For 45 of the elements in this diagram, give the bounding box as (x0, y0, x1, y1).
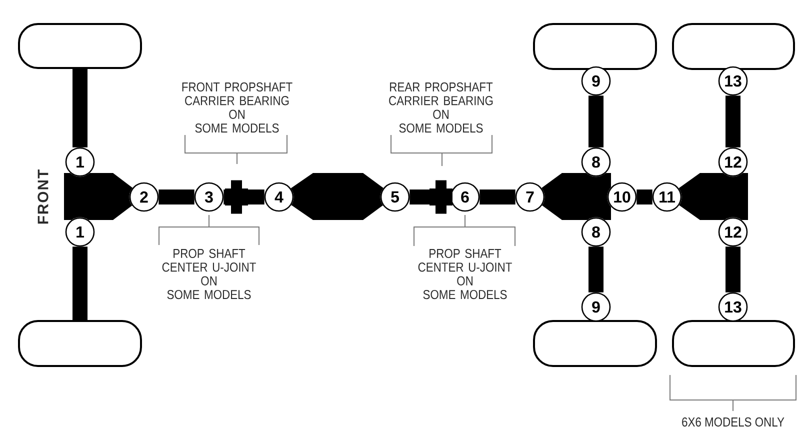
shaft (72, 68, 88, 148)
shaft (636, 190, 652, 204)
shaft (450, 190, 452, 204)
callout-number: 13 (718, 66, 748, 96)
callout-number: 8 (581, 217, 611, 247)
callout-number: 10 (607, 182, 637, 212)
callout-number: 1 (65, 217, 95, 247)
callout-number: 3 (194, 182, 224, 212)
wheel (672, 23, 795, 70)
callout-number: 7 (515, 182, 545, 212)
differential-block (64, 173, 133, 220)
callout-text: PROP SHAFT CENTER U-JOINT ON SOME MODELS (162, 248, 256, 300)
callout-text: FRONT PROPSHAFT CARRIER BEARING ON SOME MODELS (182, 82, 292, 133)
differential-block (290, 173, 384, 220)
shaft (726, 246, 740, 292)
callout-number: 5 (380, 182, 410, 212)
callout-number: 12 (718, 217, 748, 247)
callout-number: 9 (581, 292, 611, 322)
callout-number: 2 (129, 182, 159, 212)
callout-number: 11 (652, 182, 682, 212)
cross-symbol (430, 180, 452, 214)
shaft (480, 190, 516, 204)
differential-block (542, 173, 611, 220)
shaft (72, 246, 88, 321)
shaft (410, 190, 430, 204)
shaft (726, 96, 740, 148)
callout-number: 8 (581, 147, 611, 177)
callout-number: 13 (718, 292, 748, 322)
cross-symbol (225, 180, 248, 214)
shaft (224, 190, 225, 204)
callout-text: REAR PROPSHAFT CARRIER BEARING ON SOME MODELS (389, 82, 493, 133)
callout-number: 4 (264, 182, 294, 212)
orientation-label: FRONT (38, 170, 48, 224)
differential-block (678, 173, 748, 220)
wheel (672, 320, 795, 367)
callout-number: 9 (581, 66, 611, 96)
callout-number: 12 (718, 147, 748, 177)
callout-text: 6X6 MODELS ONLY (682, 417, 784, 427)
callout-number: 1 (65, 147, 95, 177)
callout-text: PROP SHAFT CENTER U-JOINT ON SOME MODELS (418, 248, 512, 300)
wheel (18, 23, 142, 69)
shaft (248, 190, 264, 204)
callout-number: 6 (450, 182, 480, 212)
shaft (158, 190, 194, 204)
wheel (18, 320, 142, 367)
